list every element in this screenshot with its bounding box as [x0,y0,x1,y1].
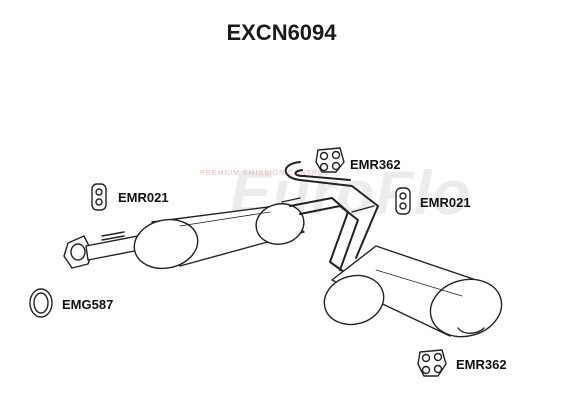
middle-silencer [133,203,305,270]
tailpipe-upper-inner [294,169,351,181]
part-number-title: EXCN6094 [226,20,337,45]
front-pipe-bracket [101,231,125,241]
emr021-left-hanger [91,183,107,211]
label-emg587: EMG587 [62,297,114,312]
emr021-right-hanger [395,187,411,215]
pipe-hanger-rod [281,197,375,213]
emr362-top-hanger [315,147,345,173]
emr362-bottom-hanger [417,349,447,377]
label-emr362-top: EMR362 [350,157,401,172]
label-emr021-right: EMR021 [420,195,471,210]
tailpipe-upper [284,161,379,259]
label-emr362-bottom: EMR362 [456,357,507,372]
rear-silencer [323,245,503,338]
front-flange [63,235,93,269]
intermediate-pipe-inner [299,205,359,271]
emg587-gasket [29,288,53,318]
label-emr021-left: EMR021 [118,190,169,205]
